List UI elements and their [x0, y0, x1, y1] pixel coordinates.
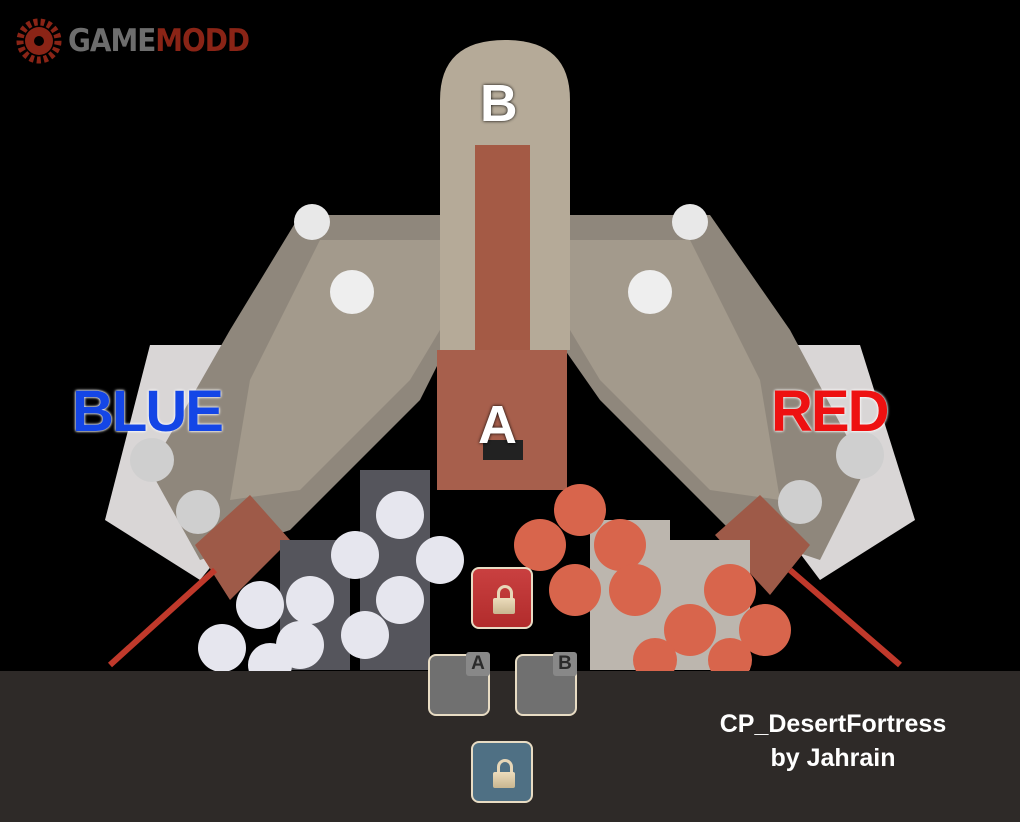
- red-brick-building: [715, 495, 810, 595]
- tower-roof: [475, 145, 530, 350]
- blue-tanks: [198, 470, 464, 671]
- satellite-dish: [176, 490, 220, 534]
- turret: [628, 270, 672, 314]
- logo-text: GAMEMODD: [68, 23, 250, 59]
- turret: [330, 270, 374, 314]
- satellite-dish: [836, 431, 884, 479]
- red-locked-control-point: [471, 567, 533, 629]
- radio-tower: [788, 567, 902, 668]
- map-title: CP_DesertFortress by Jahrain: [680, 707, 986, 775]
- control-point-b: B: [515, 652, 577, 716]
- turret: [672, 204, 708, 240]
- blue-brick-building: [195, 495, 290, 600]
- red-team-label: RED: [771, 379, 889, 444]
- turret: [294, 204, 330, 240]
- blue-team-label: BLUE: [72, 379, 224, 444]
- right-wing-inner: [570, 240, 780, 500]
- point-b-label: B: [480, 75, 518, 133]
- map-name: CP_DesertFortress: [719, 710, 947, 738]
- gear-icon: [16, 18, 62, 64]
- map-author: by Jahrain: [770, 744, 896, 772]
- radio-tower: [107, 567, 218, 668]
- left-wing-inner: [230, 240, 440, 500]
- lock-icon: [493, 759, 515, 788]
- map-overview: [105, 40, 915, 671]
- point-a-label: A: [478, 395, 517, 455]
- lock-icon: [493, 585, 515, 614]
- satellite-dish: [778, 480, 822, 524]
- control-point-a-tag: A: [466, 652, 490, 676]
- gamemodd-logo: GAMEMODD: [16, 18, 250, 64]
- satellite-dish: [130, 438, 174, 482]
- control-point-b-tag: B: [553, 652, 577, 676]
- control-point-a: A: [428, 652, 490, 716]
- red-tanks: [514, 484, 791, 671]
- point-a-door: [483, 440, 523, 460]
- point-a-roof: [437, 350, 567, 490]
- blue-locked-control-point: [471, 741, 533, 803]
